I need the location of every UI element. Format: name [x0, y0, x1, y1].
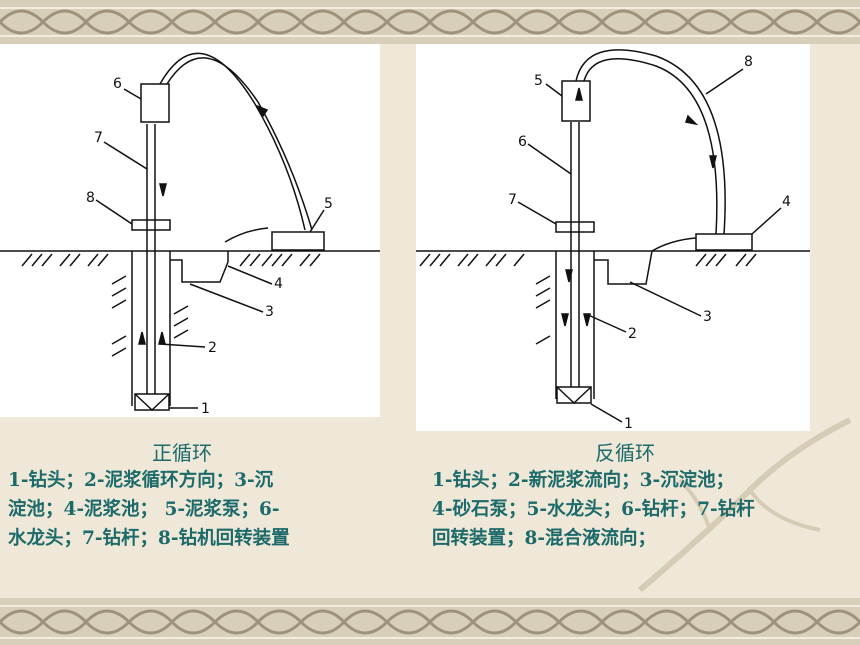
reverse-circulation-diagram: 5 6 7 8 4 3 2 1	[416, 49, 810, 431]
forward-circulation-figure: 6 7 8 5 4 3 2 1	[0, 44, 380, 417]
label-2: 2	[628, 326, 637, 342]
label-8: 8	[744, 54, 753, 70]
left-legend-line: 淀池；4-泥浆池； 5-泥浆泵；6-	[8, 499, 280, 520]
branch-decoration	[638, 417, 852, 593]
decorative-border-bottom	[0, 598, 860, 645]
left-legend: 1-钻头；2-泥浆循环方向；3-沉 淀池；4-泥浆池； 5-泥浆泵；6- 水龙头…	[8, 466, 398, 553]
label-3: 3	[265, 304, 274, 320]
reverse-circulation-figure: 5 6 7 8 4 3 2 1	[416, 44, 810, 431]
right-legend-line: 4-砂石泵；5-水龙头；6-钻杆；7-钻杆	[432, 499, 755, 520]
label-1: 1	[624, 416, 633, 431]
decorative-border-top	[0, 0, 860, 44]
label-5: 5	[534, 73, 543, 89]
right-legend: 1-钻头；2-新泥浆流向；3-沉淀池； 4-砂石泵；5-水龙头；6-钻杆；7-钻…	[432, 466, 852, 553]
label-8: 8	[86, 190, 95, 206]
left-legend-line: 水龙头；7-钻杆；8-钻机回转装置	[8, 528, 290, 549]
label-4: 4	[782, 194, 791, 210]
right-figure-title: 反循环	[595, 441, 655, 465]
label-3: 3	[703, 309, 712, 325]
label-7: 7	[94, 130, 103, 146]
label-7: 7	[508, 192, 517, 208]
left-figure-title: 正循环	[152, 441, 212, 465]
label-6: 6	[113, 76, 122, 92]
forward-circulation-diagram: 6 7 8 5 4 3 2 1	[0, 52, 380, 417]
left-legend-line: 1-钻头；2-泥浆循环方向；3-沉	[8, 470, 274, 491]
label-1: 1	[201, 401, 210, 417]
label-4: 4	[274, 276, 283, 292]
label-2: 2	[208, 340, 217, 356]
label-5: 5	[324, 196, 333, 212]
right-legend-line: 回转装置；8-混合液流向；	[432, 528, 657, 549]
right-legend-line: 1-钻头；2-新泥浆流向；3-沉淀池；	[432, 470, 735, 491]
label-6: 6	[518, 134, 527, 150]
